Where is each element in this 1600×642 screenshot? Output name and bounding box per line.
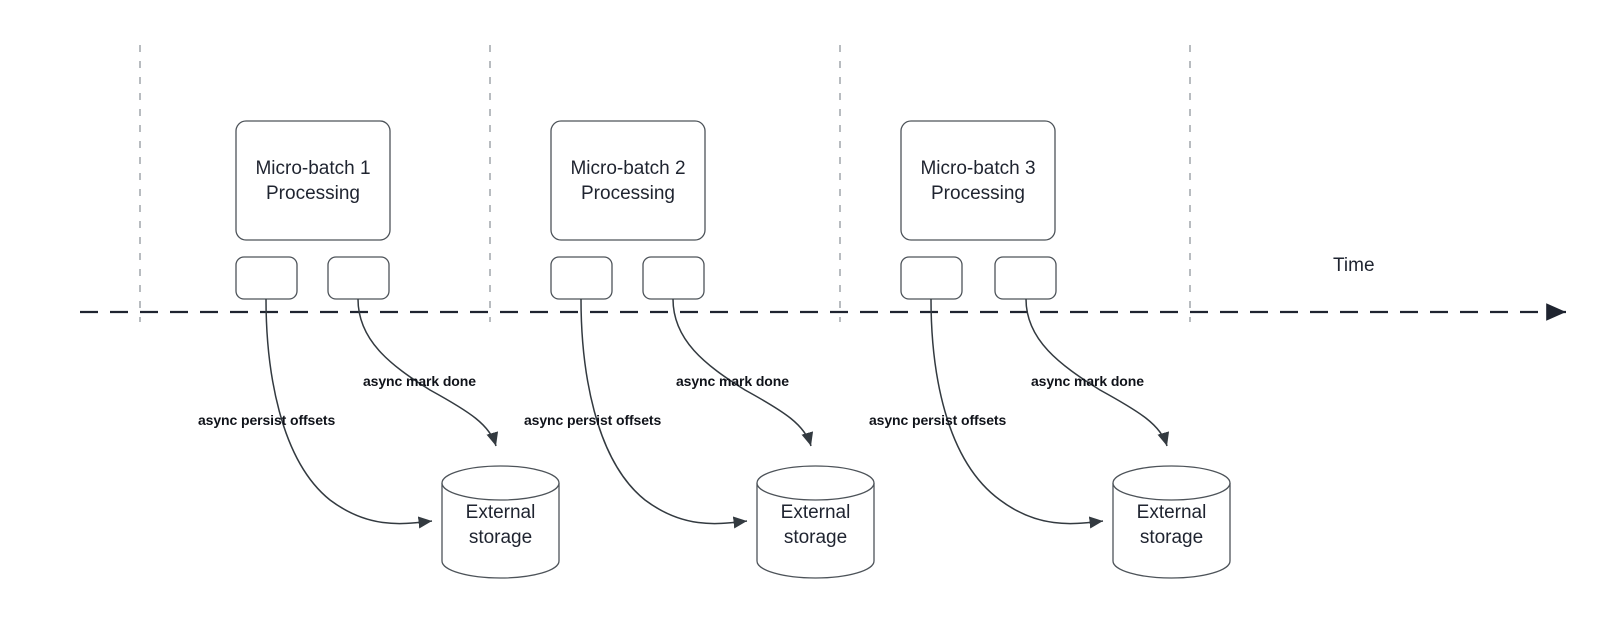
micro-batch-box-2[interactable]	[550, 120, 706, 241]
mark-done-task-1[interactable]	[327, 256, 390, 300]
async-persist-offsets-edge-3	[930, 298, 1104, 529]
storage-label-2: External storage	[780, 502, 851, 548]
time-axis-label: Time	[1333, 255, 1375, 276]
storage-cylinder-top-2[interactable]	[756, 465, 875, 501]
async-persist-offsets-edge-2	[580, 298, 748, 529]
micro-batch-box-3[interactable]	[900, 120, 1056, 241]
micro-batch-box-1[interactable]	[235, 120, 391, 241]
async-persist-offsets-edge-label-1: async persist offsets	[198, 412, 336, 428]
async-mark-done-edge-2	[672, 298, 814, 447]
storage-label-1: External storage	[465, 502, 536, 548]
async-persist-offsets-edge-label-2: async persist offsets	[524, 412, 662, 428]
async-mark-done-edge-3	[1025, 298, 1170, 447]
mark-done-task-2[interactable]	[642, 256, 705, 300]
storage-cylinder-body-2	[756, 483, 875, 579]
storage-cylinder-body-1	[441, 483, 560, 579]
persist-offsets-task-2[interactable]	[550, 256, 613, 300]
mark-done-task-3[interactable]	[994, 256, 1057, 300]
persist-offsets-task-3[interactable]	[900, 256, 963, 300]
persist-offsets-task-1[interactable]	[235, 256, 298, 300]
async-persist-offsets-edge-label-3: async persist offsets	[869, 412, 1007, 428]
diagram-shape-group	[235, 120, 1231, 579]
async-persist-offsets-edge-1	[265, 298, 433, 529]
storage-label-3: External storage	[1136, 502, 1207, 548]
storage-cylinder-top-1[interactable]	[441, 465, 560, 501]
async-mark-done-edge-1	[357, 298, 499, 447]
async-mark-done-edge-label-2: async mark done	[676, 373, 789, 389]
timeline-tick-group	[139, 45, 1191, 322]
diagram-edge-group	[265, 298, 1170, 529]
async-mark-done-edge-label-3: async mark done	[1031, 373, 1144, 389]
storage-cylinder-top-3[interactable]	[1112, 465, 1231, 501]
storage-cylinder-body-3	[1112, 483, 1231, 579]
async-mark-done-edge-label-1: async mark done	[363, 373, 476, 389]
